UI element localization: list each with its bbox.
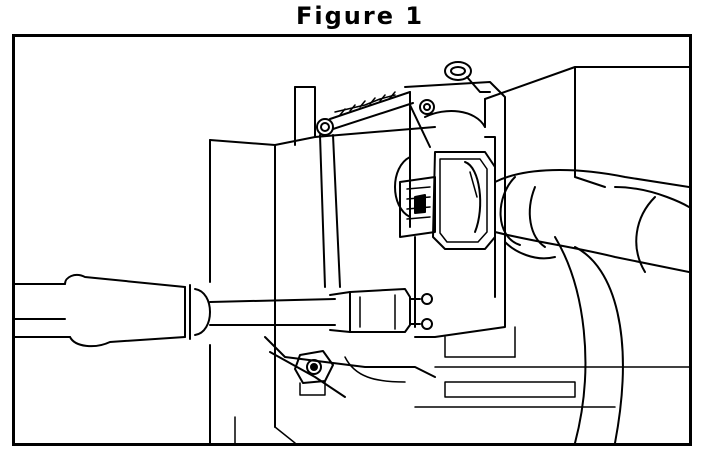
position-sensor bbox=[399, 151, 496, 250]
mounting-bracket bbox=[209, 86, 436, 443]
engine-housing bbox=[414, 66, 689, 443]
wiring-harness bbox=[494, 169, 689, 273]
technical-illustration bbox=[15, 61, 689, 443]
vent-cap bbox=[444, 61, 491, 93]
throttle-body bbox=[264, 81, 506, 398]
throttle-linkage bbox=[316, 91, 431, 288]
figure-frame bbox=[12, 34, 692, 446]
detail-lines bbox=[234, 326, 516, 443]
hex-nut bbox=[294, 350, 334, 396]
figure-title: Figure 1 bbox=[295, 2, 425, 30]
throttle-cable bbox=[15, 274, 433, 348]
